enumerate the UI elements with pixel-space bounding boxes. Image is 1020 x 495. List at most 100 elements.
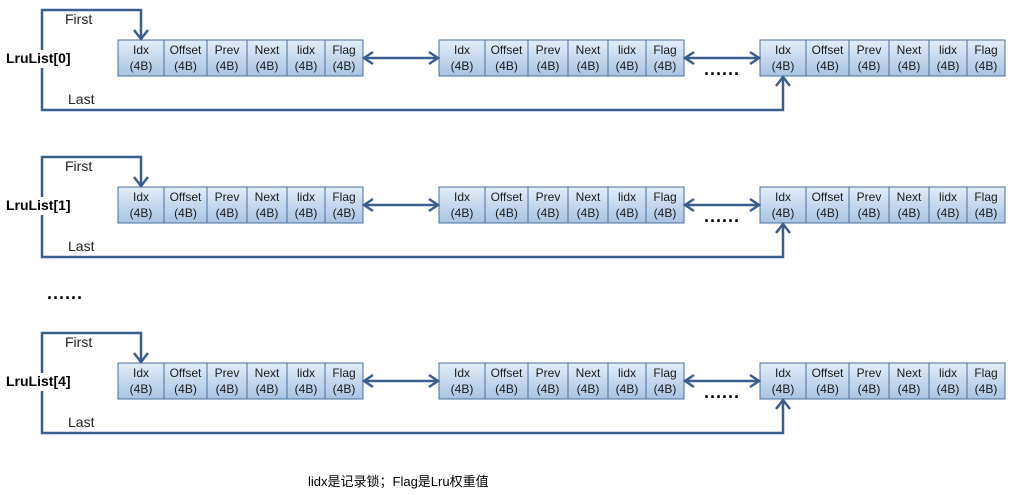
field-name: Idx: [133, 43, 149, 57]
field-name: Next: [576, 190, 601, 204]
field-size: (4B): [577, 59, 600, 73]
node-field-prev: Prev(4B): [527, 362, 569, 400]
node-field-next: Next(4B): [888, 39, 930, 77]
field-size: (4B): [937, 206, 960, 220]
node-field-flag: Flag(4B): [966, 39, 1006, 77]
field-cell: [484, 186, 529, 224]
field-size: (4B): [616, 206, 639, 220]
field-cell: [805, 39, 850, 77]
field-name: Offset: [812, 43, 844, 57]
field-cell: [607, 186, 647, 224]
node-field-prev: Prev(4B): [848, 362, 890, 400]
node-field-lidx: lidx (4B): [607, 39, 647, 77]
node-field-prev: Prev(4B): [848, 39, 890, 77]
first-pointer: [40, 331, 149, 373]
field-name: Offset: [812, 190, 844, 204]
field-name: Next: [255, 43, 280, 57]
node-field-idx: Idx(4B): [759, 362, 807, 400]
field-cell: [928, 39, 968, 77]
first-label: First: [65, 11, 92, 27]
first-pointer: [40, 155, 149, 197]
field-size: (4B): [174, 382, 197, 396]
node-field-offset: Offset(4B): [484, 362, 529, 400]
node-link-arrow: [682, 373, 762, 389]
field-cell: [163, 186, 208, 224]
node-field-idx: Idx(4B): [438, 39, 486, 77]
lru-list-row: LruList[4]Idx(4B)Offset(4B)Prev(4B)Next(…: [6, 331, 1006, 435]
field-name: lidx: [618, 43, 636, 57]
node-field-offset: Offset(4B): [484, 39, 529, 77]
field-name: lidx: [939, 43, 957, 57]
field-name: Next: [897, 366, 922, 380]
field-size: (4B): [937, 382, 960, 396]
list-node: Idx(4B)Offset(4B)Prev(4B)Next(4B)lidx(4B…: [117, 39, 364, 77]
last-arrowhead: [775, 221, 791, 234]
lru-list-row: LruList[1]Idx(4B)Offset(4B)Prev(4B)Next(…: [6, 155, 1006, 259]
field-size: (4B): [654, 59, 677, 73]
field-name: Offset: [170, 190, 202, 204]
field-size: (4B): [256, 59, 279, 73]
node-field-next: Next (4B): [246, 39, 288, 77]
field-name: Next: [255, 190, 280, 204]
field-size: (4B): [216, 382, 239, 396]
field-size: (4B): [858, 206, 881, 220]
node-field-flag: Flag(4B): [966, 362, 1006, 400]
field-size: (4B): [130, 206, 153, 220]
field-name: Idx: [775, 366, 791, 380]
field-size: (4B): [858, 382, 881, 396]
field-cell: [645, 186, 685, 224]
node-field-offset: Offset(4B): [163, 362, 208, 400]
field-cell: [888, 39, 930, 77]
node-field-offset: Offset(4B): [805, 186, 850, 224]
node-ellipsis: ......: [704, 382, 740, 402]
node-link-arrow: [361, 197, 441, 213]
field-cell: [928, 186, 968, 224]
field-name: lidx: [297, 366, 315, 380]
node-field-flag: Flag(4B): [324, 362, 364, 400]
field-name: Idx: [775, 190, 791, 204]
list-node: Idx(4B)Offset(4B)Prev(4B)Next(4B)lidx(4B…: [759, 39, 1006, 77]
list-node: Idx(4B)Offset(4B)Prev(4B)Next(4B)lidx(4B…: [759, 362, 1006, 400]
node-field-flag: Flag(4B): [324, 39, 364, 77]
field-cell: [117, 39, 165, 77]
node-field-idx: Idx(4B): [117, 362, 165, 400]
field-cell: [966, 39, 1006, 77]
field-cell: [438, 39, 486, 77]
field-size: (4B): [295, 206, 318, 220]
last-pointer: [40, 391, 791, 435]
field-size: (4B): [537, 382, 560, 396]
lru-list-label: LruList[1]: [6, 197, 71, 213]
field-name: Prev: [536, 43, 561, 57]
field-name: Idx: [454, 43, 470, 57]
field-size: (4B): [130, 59, 153, 73]
node-field-next: Next(4B): [567, 362, 609, 400]
list-node: Idx(4B)Offset(4B)Prev(4B)Next(4B)lidx(4B…: [117, 186, 364, 224]
lru-list-label: LruList[4]: [6, 373, 71, 389]
field-cell: [484, 362, 529, 400]
field-cell: [527, 186, 569, 224]
field-cell: [966, 186, 1006, 224]
first-arrowhead: [133, 352, 149, 365]
field-cell: [286, 39, 326, 77]
field-cell: [848, 186, 890, 224]
node-link-arrow: [361, 373, 441, 389]
field-cell: [438, 186, 486, 224]
node-field-next: Next(4B): [888, 186, 930, 224]
field-name: Flag: [332, 366, 355, 380]
field-size: (4B): [256, 382, 279, 396]
node-field-idx: Idx(4B): [117, 186, 165, 224]
field-name: Next: [255, 366, 280, 380]
field-size: (4B): [616, 59, 639, 73]
field-cell: [117, 186, 165, 224]
field-size: (4B): [256, 206, 279, 220]
field-name: Next: [897, 43, 922, 57]
field-cell: [484, 39, 529, 77]
field-cell: [163, 362, 208, 400]
node-field-next: Next(4B): [888, 362, 930, 400]
node-link-arrow: [682, 50, 762, 66]
node-field-lidx: lidx(4B): [286, 362, 326, 400]
field-cell: [324, 362, 364, 400]
field-name: lidx: [939, 190, 957, 204]
field-name: lidx: [939, 366, 957, 380]
field-cell: [163, 39, 208, 77]
